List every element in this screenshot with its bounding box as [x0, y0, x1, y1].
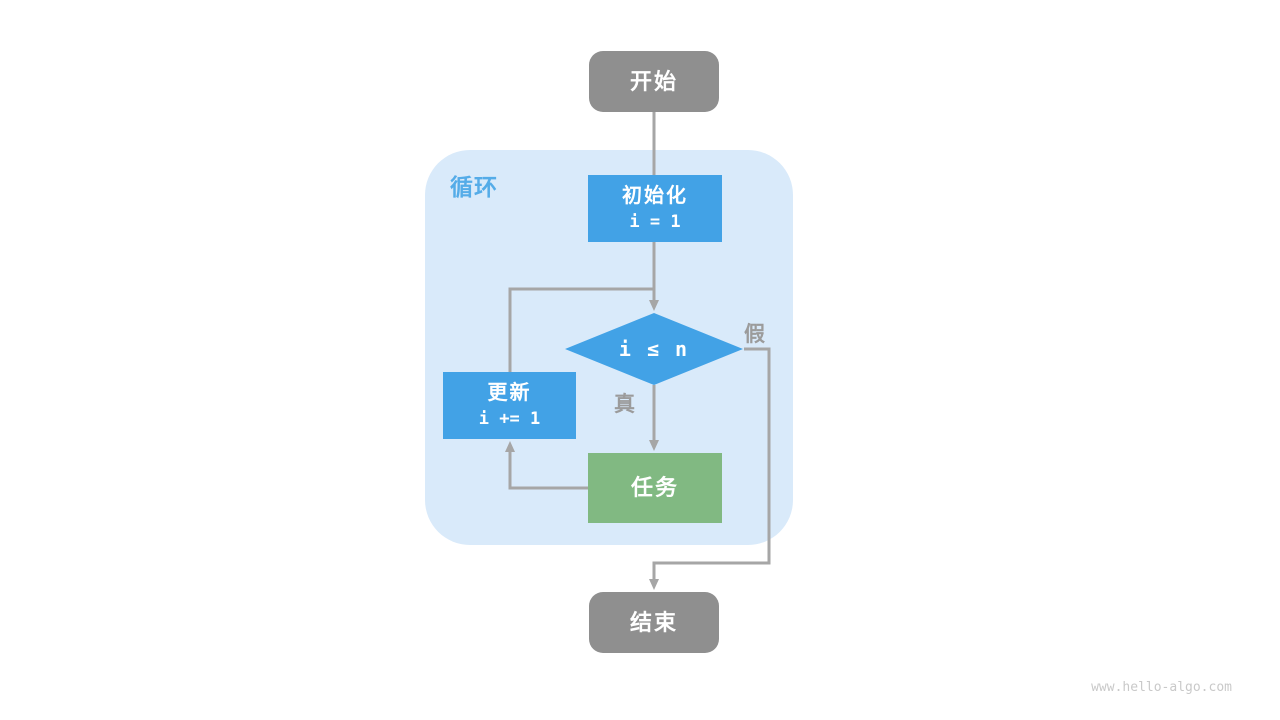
edge-condition-false-to-end — [649, 347, 771, 590]
init-node: 初始化 i = 1 — [588, 175, 722, 242]
start-node: 开始 — [589, 51, 719, 112]
true-branch-label: 真 — [614, 393, 635, 416]
update-node-label: 更新 — [487, 381, 532, 404]
edge-task-to-update — [505, 441, 588, 490]
update-node-code: i += 1 — [478, 408, 541, 429]
init-node-code: i = 1 — [629, 211, 681, 232]
start-node-label: 开始 — [629, 68, 678, 94]
false-branch-label: 假 — [744, 323, 765, 346]
init-node-label: 初始化 — [622, 184, 688, 207]
end-node: 结束 — [589, 592, 719, 653]
loop-container-label: 循环 — [450, 174, 498, 200]
end-node-label: 结束 — [629, 609, 678, 635]
condition-node-code: i ≤ n — [618, 337, 690, 361]
update-node: 更新 i += 1 — [443, 372, 576, 439]
watermark-text: www.hello-algo.com — [1091, 680, 1232, 695]
task-node: 任务 — [588, 453, 722, 523]
task-node-label: 任务 — [630, 475, 679, 501]
edge-update-to-junction — [508, 287, 654, 372]
